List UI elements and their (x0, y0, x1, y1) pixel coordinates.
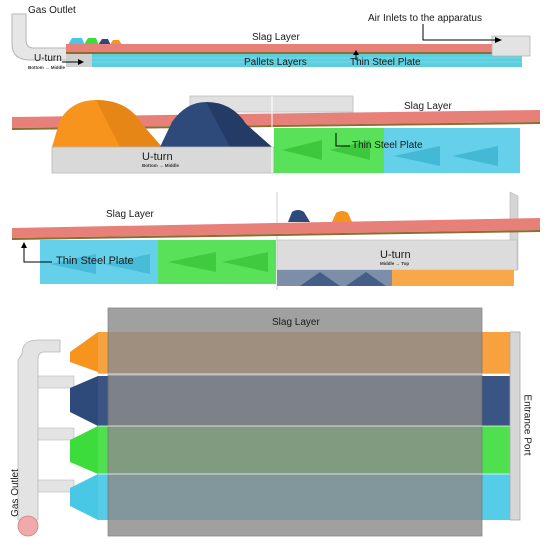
p1-thin-steel-plate-label: Thin Steel Plate (350, 57, 421, 68)
p2-thin-steel-plate-label: Thin Steel Plate (352, 140, 423, 151)
lower-duct-2 (51, 146, 275, 174)
cyan-pallet-tri-3 (50, 254, 150, 274)
entrance-port-bar (509, 331, 521, 521)
orange-strip-3 (392, 270, 514, 286)
p4-gas-outlet-label: Gas Outlet (9, 469, 21, 517)
p1-air-inlets-label: Air Inlets to the apparatus (368, 13, 482, 24)
p4-entrance-port-label: Entrance Port (521, 394, 533, 456)
slag-overlay (107, 307, 483, 537)
p1-u-turn-sub-label: Bottom → Middle (28, 65, 65, 70)
arrow-thin-steel-3 (23, 246, 52, 263)
gas-outlet-vertical-pipe (17, 339, 61, 521)
navy-hopper-3 (288, 210, 310, 222)
arrow-thin-steel-3-head (21, 242, 27, 248)
p3-slag-layer-label: Slag Layer (106, 209, 154, 220)
cyan-pallet-tri-2 (394, 146, 498, 166)
arrow-air-inlets-head (495, 37, 502, 43)
pallets-layers-bar (92, 54, 522, 67)
p2-u-turn-sub-label: Bottom → Middle (142, 163, 179, 168)
slag-layer-bar-3 (12, 218, 540, 238)
upper-duct-3 (276, 239, 518, 271)
orange-hopper-3 (332, 211, 352, 222)
green-pallet-tri-2 (282, 140, 370, 160)
green-pallet-tri-3 (168, 252, 268, 272)
branch-stub-3 (37, 479, 75, 493)
p2-u-turn-label: U-turn (142, 151, 173, 163)
p1-pallets-layers-label: Pallets Layers (244, 57, 307, 68)
p3-u-turn-label: U-turn (380, 249, 411, 261)
branch-stub-2 (37, 427, 75, 441)
arrow-thin-steel-2 (335, 133, 350, 147)
p3-u-turn-sub-label: Middle → Top (380, 261, 410, 266)
p1-gas-outlet-label: Gas Outlet (28, 5, 76, 16)
p3-thin-steel-plate-label: Thin Steel Plate (56, 255, 134, 267)
navy-strip-tri-3 (300, 272, 386, 286)
steel-plate-bar (66, 52, 526, 54)
p1-u-turn-label: U-turn (34, 53, 62, 64)
navy-hopper-2-shade (206, 102, 272, 147)
branch-stub-1 (37, 375, 75, 389)
p2-slag-layer-label: Slag Layer (404, 101, 452, 112)
panel-1-side-view (11, 13, 531, 67)
slag-layer-bar (66, 44, 526, 52)
arrow-u-turn-1-head (78, 59, 84, 65)
arrow-thin-steel-1-head (353, 50, 359, 55)
panel-2-left-zoom (12, 95, 540, 174)
p4-slag-layer-label: Slag Layer (272, 317, 320, 328)
arrow-air-inlets (422, 24, 498, 41)
p1-slag-layer-label: Slag Layer (252, 32, 300, 43)
orange-hopper-2-shade (96, 100, 162, 147)
air-inlet-box (491, 35, 531, 57)
gas-outlet-end-circle (17, 515, 39, 537)
panel-3-right-zoom (12, 191, 540, 290)
panel-4-top-view (17, 307, 521, 537)
steel-plate-bar-3 (12, 230, 540, 240)
